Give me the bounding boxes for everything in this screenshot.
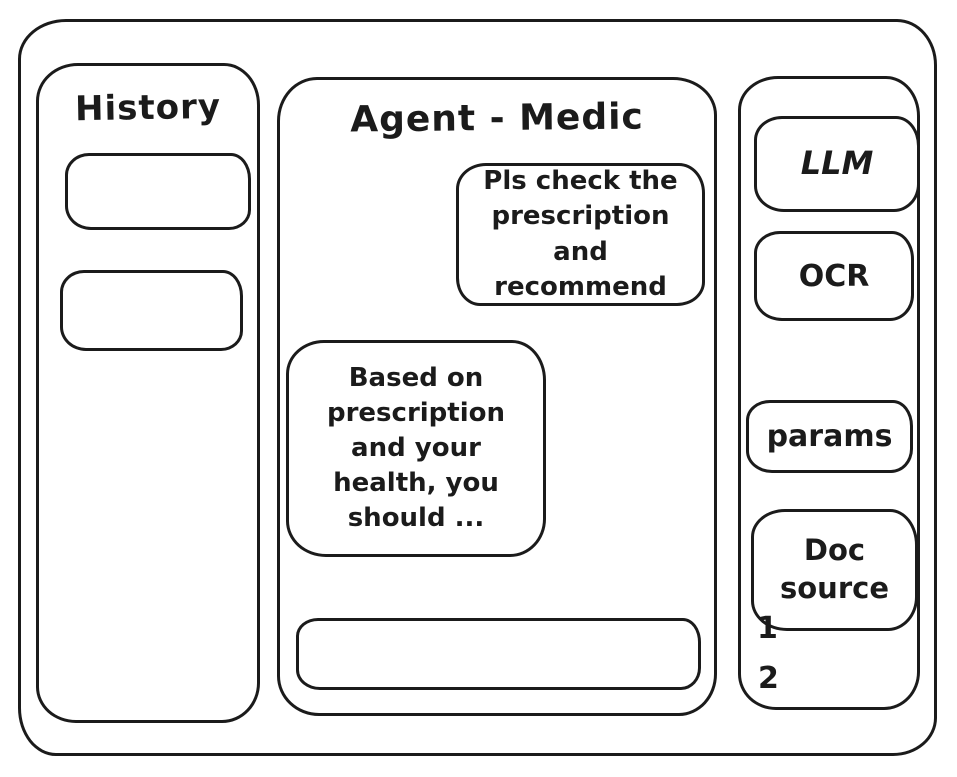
message-input[interactable] xyxy=(296,618,701,690)
ocr-button[interactable]: OCR xyxy=(754,231,914,321)
app-window xyxy=(18,19,937,756)
tools-sidebar: LLM OCR params Doc source 1 2 xyxy=(738,76,920,710)
history-sidebar: History xyxy=(36,63,260,723)
doc-source-item-1[interactable]: 1 xyxy=(757,611,778,646)
history-title: History xyxy=(74,86,222,130)
history-item[interactable] xyxy=(60,270,243,351)
doc-source-item-2[interactable]: 2 xyxy=(758,661,779,696)
assistant-message-bubble: Based on prescription and your health, y… xyxy=(286,340,546,557)
chat-panel: Agent - Medic Pls check the prescription… xyxy=(277,77,717,716)
doc-source-button[interactable]: Doc source xyxy=(751,509,918,631)
user-message-bubble: Pls check the prescription and recommend xyxy=(456,163,705,306)
history-item[interactable] xyxy=(65,153,251,230)
params-button[interactable]: params xyxy=(746,400,913,473)
chat-title: Agent - Medic xyxy=(349,96,645,141)
llm-button[interactable]: LLM xyxy=(754,116,920,212)
